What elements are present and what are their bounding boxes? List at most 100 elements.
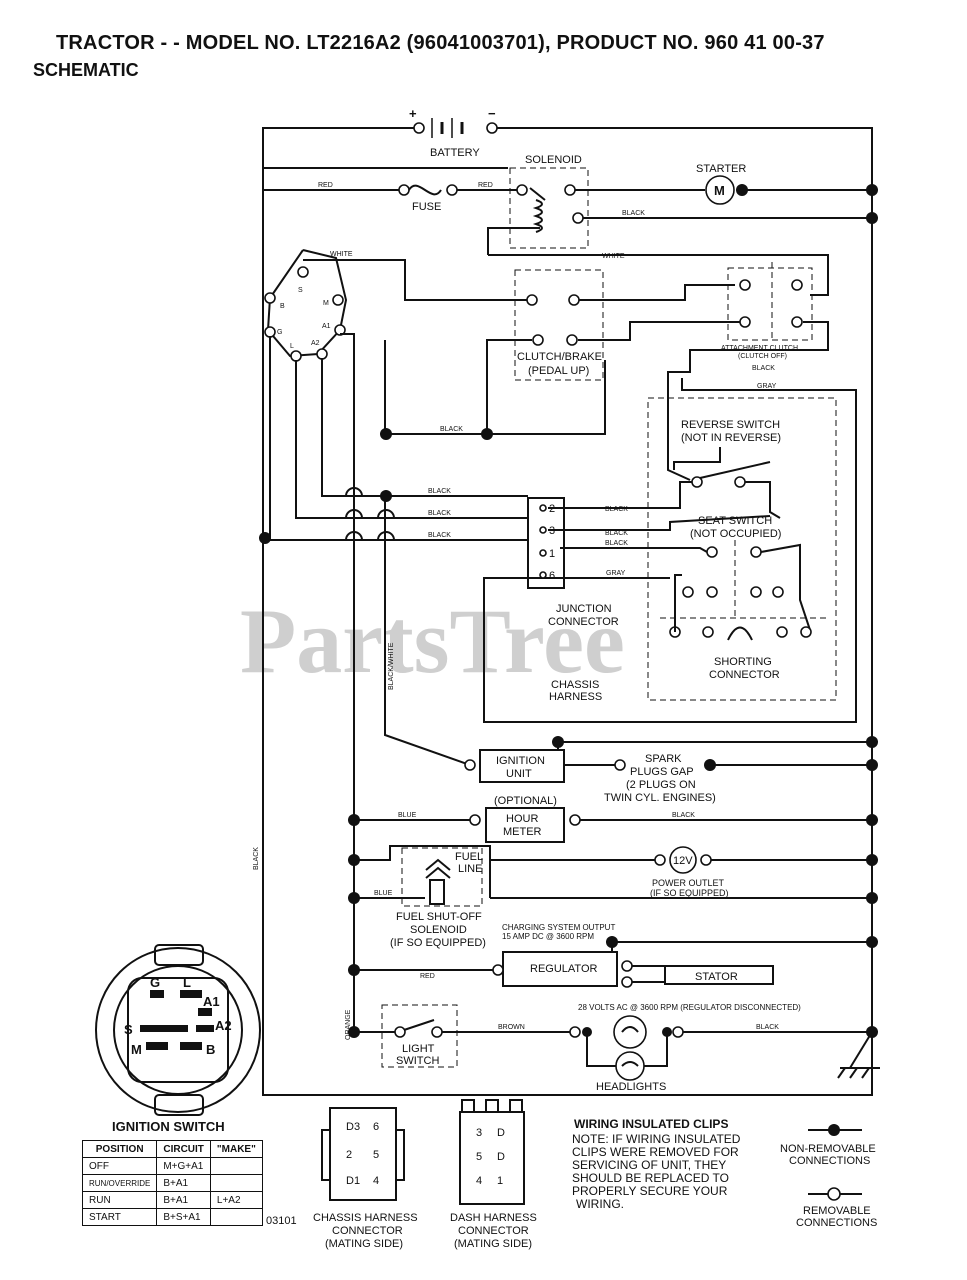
chassis-harness-box — [647, 397, 837, 701]
svg-text:NOTE: IF WIRING INSULATED: NOTE: IF WIRING INSULATED — [572, 1132, 741, 1146]
svg-text:REMOVABLE: REMOVABLE — [803, 1205, 871, 1217]
svg-text:6: 6 — [549, 570, 555, 582]
svg-text:RED: RED — [318, 182, 333, 189]
svg-text:BLACK: BLACK — [605, 540, 628, 547]
drawing-number: 03101 — [266, 1215, 297, 1227]
svg-text:SWITCH: SWITCH — [396, 1055, 439, 1067]
svg-text:1: 1 — [549, 548, 555, 560]
svg-text:BLACK: BLACK — [605, 530, 628, 537]
svg-text:HOUR: HOUR — [506, 813, 538, 825]
wiring-clips-title: WIRING INSULATED CLIPS — [574, 1117, 728, 1131]
fuel-solenoid-box — [401, 847, 483, 907]
svg-text:CONNECTOR: CONNECTOR — [458, 1225, 529, 1237]
svg-text:D1: D1 — [346, 1175, 360, 1187]
svg-text:(OPTIONAL): (OPTIONAL) — [494, 795, 557, 807]
svg-text:A2: A2 — [311, 340, 320, 347]
svg-text:(PEDAL UP): (PEDAL UP) — [528, 365, 589, 377]
table-row: RUN/OVERRIDE B+A1 — [81, 1174, 263, 1192]
svg-text:NON-REMOVABLE: NON-REMOVABLE — [780, 1143, 876, 1155]
table-row: START B+S+A1 — [81, 1208, 263, 1226]
ground-symbol — [837, 1031, 880, 1079]
svg-text:CLUTCH/BRAKE: CLUTCH/BRAKE — [517, 351, 602, 363]
svg-text:BLACK: BLACK — [752, 365, 775, 372]
svg-text:1: 1 — [497, 1175, 503, 1187]
svg-text:BLACK: BLACK — [756, 1024, 779, 1031]
svg-text:(IF SO EQUIPPED): (IF SO EQUIPPED) — [390, 937, 486, 949]
svg-text:(NOT IN REVERSE): (NOT IN REVERSE) — [681, 432, 781, 444]
svg-text:D: D — [497, 1151, 505, 1163]
svg-text:SHOULD BE REPLACED TO: SHOULD BE REPLACED TO — [572, 1171, 729, 1185]
svg-text:SERVICING OF UNIT, THEY: SERVICING OF UNIT, THEY — [572, 1158, 726, 1172]
svg-text:GRAY: GRAY — [606, 570, 626, 577]
chassis-harness-connector: D3 6 2 5 D1 4 — [321, 1107, 405, 1201]
svg-text:HARNESS: HARNESS — [549, 691, 602, 703]
chassis-harness-label: CHASSIS — [551, 679, 599, 691]
svg-text:A1: A1 — [203, 994, 220, 1009]
svg-text:3: 3 — [476, 1127, 482, 1139]
svg-text:BLACK: BLACK — [440, 426, 463, 433]
svg-text:−: − — [488, 106, 496, 121]
shorting-connector-label: SHORTING — [714, 656, 772, 668]
svg-text:METER: METER — [503, 826, 542, 838]
page-title: TRACTOR - - MODEL NO. LT2216A2 (96041003… — [56, 32, 825, 54]
svg-text:POWER OUTLET: POWER OUTLET — [652, 878, 725, 888]
seat-switch-label: SEAT SWITCH — [698, 515, 772, 527]
svg-text:GRAY: GRAY — [757, 383, 777, 390]
svg-text:+: + — [409, 106, 417, 121]
clutch-brake-box — [514, 269, 604, 381]
svg-text:12V: 12V — [673, 855, 693, 867]
battery-symbol: + − — [409, 106, 498, 138]
starter-label: STARTER — [696, 163, 746, 175]
svg-text:RED: RED — [478, 182, 493, 189]
svg-text:B: B — [206, 1042, 215, 1057]
svg-text:CONNECTOR: CONNECTOR — [709, 669, 780, 681]
headlight-lower — [615, 1051, 645, 1081]
svg-text:BLACK: BLACK — [428, 510, 451, 517]
light-switch-box — [381, 1004, 458, 1068]
power-outlet — [669, 846, 697, 874]
svg-text:CONNECTIONS: CONNECTIONS — [796, 1217, 877, 1229]
reverse-switch-label: REVERSE SWITCH — [681, 419, 780, 431]
hour-meter — [485, 807, 565, 843]
svg-text:(IF SO EQUIPPED): (IF SO EQUIPPED) — [650, 888, 729, 898]
svg-text:BLACK: BLACK — [253, 847, 260, 870]
svg-text:FUEL SHUT-OFF: FUEL SHUT-OFF — [396, 911, 482, 923]
svg-text:2: 2 — [346, 1149, 352, 1161]
dash-harness-connector: 3 D 5 D 4 1 — [459, 1099, 525, 1205]
solenoid-coil — [532, 199, 543, 233]
svg-text:WIRING.: WIRING. — [576, 1197, 624, 1211]
junction-connector-label: JUNCTION — [556, 603, 612, 615]
ignition-switch-face: G L A1 S A2 M B — [95, 944, 261, 1116]
watermark: PartsTree — [240, 590, 625, 692]
table-row: OFF M+G+A1 — [81, 1157, 263, 1175]
svg-text:S: S — [124, 1022, 133, 1037]
svg-text:5: 5 — [476, 1151, 482, 1163]
svg-text:PLUGS GAP: PLUGS GAP — [630, 766, 694, 778]
svg-text:ORANGE: ORANGE — [345, 1009, 352, 1040]
svg-text:(MATING SIDE): (MATING SIDE) — [454, 1238, 532, 1250]
svg-text:BLACK/WHITE: BLACK/WHITE — [388, 642, 395, 690]
svg-text:BLACK: BLACK — [428, 532, 451, 539]
svg-text:BROWN: BROWN — [498, 1024, 525, 1031]
svg-text:A1: A1 — [322, 323, 331, 330]
solenoid-label: SOLENOID — [525, 154, 582, 166]
svg-text:M: M — [131, 1042, 142, 1057]
ignition-switch-title: IGNITION SWITCH — [112, 1119, 225, 1134]
svg-text:(MATING SIDE): (MATING SIDE) — [325, 1238, 403, 1250]
svg-text:15 AMP DC @ 3600 RPM: 15 AMP DC @ 3600 RPM — [502, 932, 594, 941]
legend-removable — [808, 1187, 862, 1201]
svg-text:L: L — [290, 343, 294, 350]
svg-text:6: 6 — [373, 1121, 379, 1133]
svg-text:4: 4 — [476, 1175, 482, 1187]
svg-text:CLIPS WERE REMOVED FOR: CLIPS WERE REMOVED FOR — [572, 1145, 739, 1159]
table-row: RUN B+A1 L+A2 — [81, 1191, 263, 1209]
ignition-switch-terminals: B S M A1 A2 L G — [264, 249, 348, 362]
junction-connector — [527, 497, 565, 589]
svg-text:LIGHT: LIGHT — [402, 1043, 435, 1055]
svg-text:3: 3 — [549, 525, 555, 537]
battery-label: BATTERY — [430, 147, 480, 159]
svg-text:CHASSIS HARNESS: CHASSIS HARNESS — [313, 1212, 418, 1224]
svg-text:D: D — [497, 1127, 505, 1139]
svg-text:FUEL: FUEL — [455, 851, 483, 863]
